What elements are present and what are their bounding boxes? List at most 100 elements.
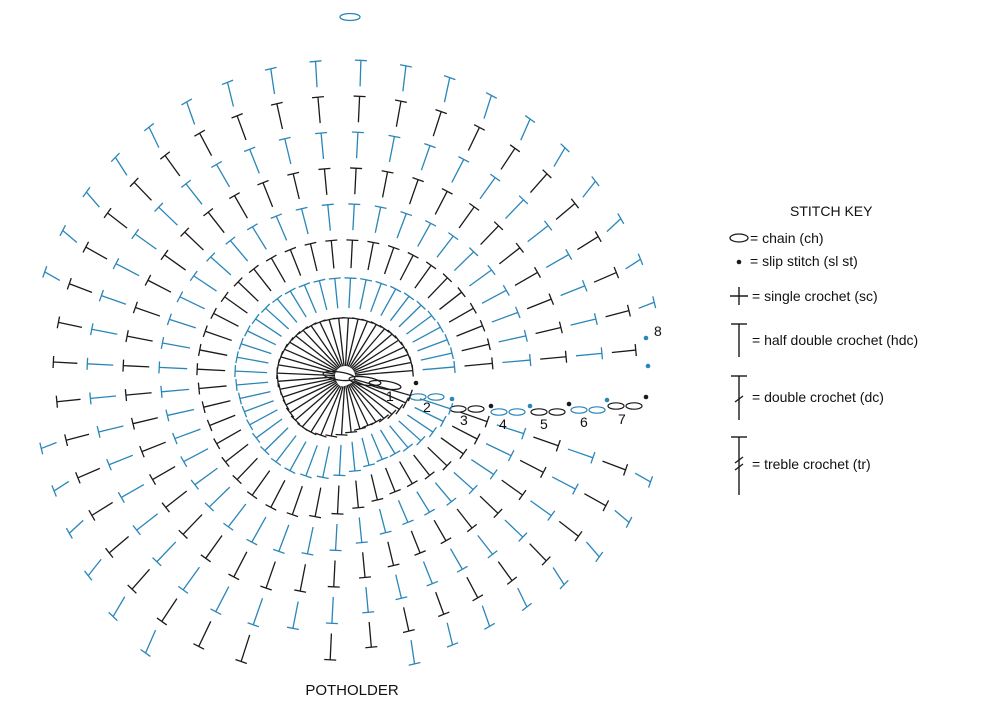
stitch-top-r4-19 (402, 519, 414, 526)
round-label-1: 1 (386, 388, 394, 404)
stitch-top-r2-3 (390, 285, 402, 293)
stitch-post-r1-40 (310, 325, 341, 368)
stitch-top-r4-24 (272, 548, 285, 554)
stitch-top-r5-39 (203, 207, 214, 217)
stitch-top-r4-1 (374, 205, 387, 209)
stitch-post-r5-25 (233, 551, 248, 578)
stitch-top-r2-6 (427, 310, 436, 321)
stitch-post-r6-40 (215, 164, 231, 188)
stitch-top-r4-42 (295, 206, 308, 211)
stitch-post-r7-19 (435, 591, 445, 615)
stitch-post-r2-9 (420, 352, 453, 361)
slip-stitch-dot-6 (604, 397, 610, 403)
stitch-top-r6-22 (325, 622, 338, 625)
stitch-top-r3-19 (389, 488, 401, 495)
stitch-post-r7-38 (133, 181, 152, 201)
stitch-top-r6-5 (518, 195, 529, 205)
stitch-top-r3-39 (248, 264, 259, 274)
stitch-post-r1-38 (295, 335, 339, 370)
stitch-post-r3-41 (289, 249, 302, 276)
stitch-top-r6-31 (96, 425, 101, 438)
stitch-post-r8-9 (638, 301, 655, 309)
key-label-treble-crochet: = treble crochet (tr) (752, 456, 871, 472)
stitch-post-r2-24 (305, 445, 318, 477)
diagram-title: POTHOLDER (305, 682, 399, 699)
stitch-post-r7-24 (240, 634, 251, 662)
stitch-top-r1-23 (325, 434, 338, 438)
stitch-post-r3-25 (270, 480, 286, 508)
stitch-top-r4-3 (425, 219, 437, 227)
start-chain-r5-2 (548, 408, 566, 416)
stitch-top-r7-6 (570, 198, 580, 209)
stitch-top-r4-4 (447, 232, 459, 241)
stitch-top-r8-9 (652, 296, 657, 309)
stitch-top-r5-38 (180, 227, 190, 237)
stitch-post-r3-23 (314, 487, 322, 517)
stitch-top-r2-34 (235, 351, 239, 364)
stitch-top-r3-16 (442, 461, 452, 471)
stitch-top-r3-8 (479, 319, 486, 332)
stitch-post-r7-16 (529, 543, 547, 562)
stitch-top-r6-0 (351, 131, 364, 134)
stitch-post-r7-18 (466, 576, 479, 599)
stitch-post-r6-7 (545, 253, 570, 269)
stitch-post-r2-36 (247, 330, 277, 346)
stitch-post-r4-28 (194, 467, 218, 486)
stitch-top-r6-20 (395, 596, 408, 601)
stitch-post-r6-13 (567, 448, 594, 459)
stitch-top-r5-8 (548, 293, 555, 305)
stitch-top-r3-2 (387, 244, 400, 251)
stitch-post-r6-26 (182, 566, 200, 591)
stitch-post-r7-21 (368, 621, 372, 648)
stitch-post-r5-32 (125, 392, 152, 396)
stitch-top-r6-32 (89, 392, 92, 405)
stitch-post-r4-8 (491, 311, 519, 323)
stitch-post-r6-16 (504, 519, 524, 538)
stitch-top-r5-18 (440, 537, 452, 545)
stitch-post-r6-43 (320, 132, 325, 159)
stitch-top-r6-24 (247, 622, 260, 628)
stitch-post-r6-2 (420, 145, 431, 171)
stitch-post-r7-26 (161, 598, 178, 622)
stitch-top-r7-0 (353, 95, 366, 98)
start-chain-r5-1 (530, 408, 548, 416)
stitch-post-r1-19 (347, 384, 369, 426)
key-row-slip-stitch: = slip stitch (sl st) (736, 253, 858, 269)
stitch-post-r8-30 (53, 480, 70, 492)
stitch-top-r2-39 (272, 294, 283, 304)
stitch-top-r5-16 (493, 508, 503, 519)
key-row-double-crochet: = double crochet (dc) (731, 375, 884, 420)
stitch-top-r2-41 (298, 282, 311, 288)
stitch-top-r6-21 (362, 611, 375, 614)
stitch-top-r2-14 (439, 415, 447, 428)
stitch-post-r2-20 (361, 437, 370, 466)
stitch-top-r5-19 (414, 550, 426, 556)
stitch-post-r3-1 (367, 242, 374, 271)
stitch-top-r1-4 (379, 324, 390, 333)
stitch-top-r5-26 (200, 554, 211, 563)
stitch-post-r5-42 (292, 173, 300, 200)
stitch-top-r8-4 (524, 115, 536, 124)
stitch-post-r2-16 (398, 420, 422, 442)
stitch-post-r7-10 (611, 349, 636, 354)
stitch-post-r4-34 (162, 342, 191, 349)
stitch-post-r3-19 (384, 467, 396, 492)
stitch-post-r2-30 (244, 400, 274, 413)
stitch-post-r3-20 (370, 474, 378, 501)
stitch-post-r5-40 (233, 195, 248, 219)
stitch-top-r2-27 (259, 445, 270, 456)
stitch-top-r5-36 (144, 274, 152, 286)
stitch-post-r2-34 (236, 356, 269, 364)
stitch-post-r1-9 (354, 361, 412, 375)
stitch-post-r5-0 (354, 168, 357, 195)
stitch-post-r3-18 (399, 461, 413, 485)
stitch-top-r4-6 (487, 264, 496, 276)
stitch-top-r5-15 (518, 489, 527, 501)
stitch-post-r4-30 (174, 428, 201, 440)
stitch-post-r7-25 (198, 621, 212, 647)
stitch-top-r1-31 (278, 383, 283, 396)
stitch-post-r4-15 (470, 459, 495, 475)
stitch-top-r6-15 (547, 510, 556, 521)
stitch-top-r5-7 (533, 266, 542, 278)
stitch-post-r1-30 (282, 379, 337, 398)
